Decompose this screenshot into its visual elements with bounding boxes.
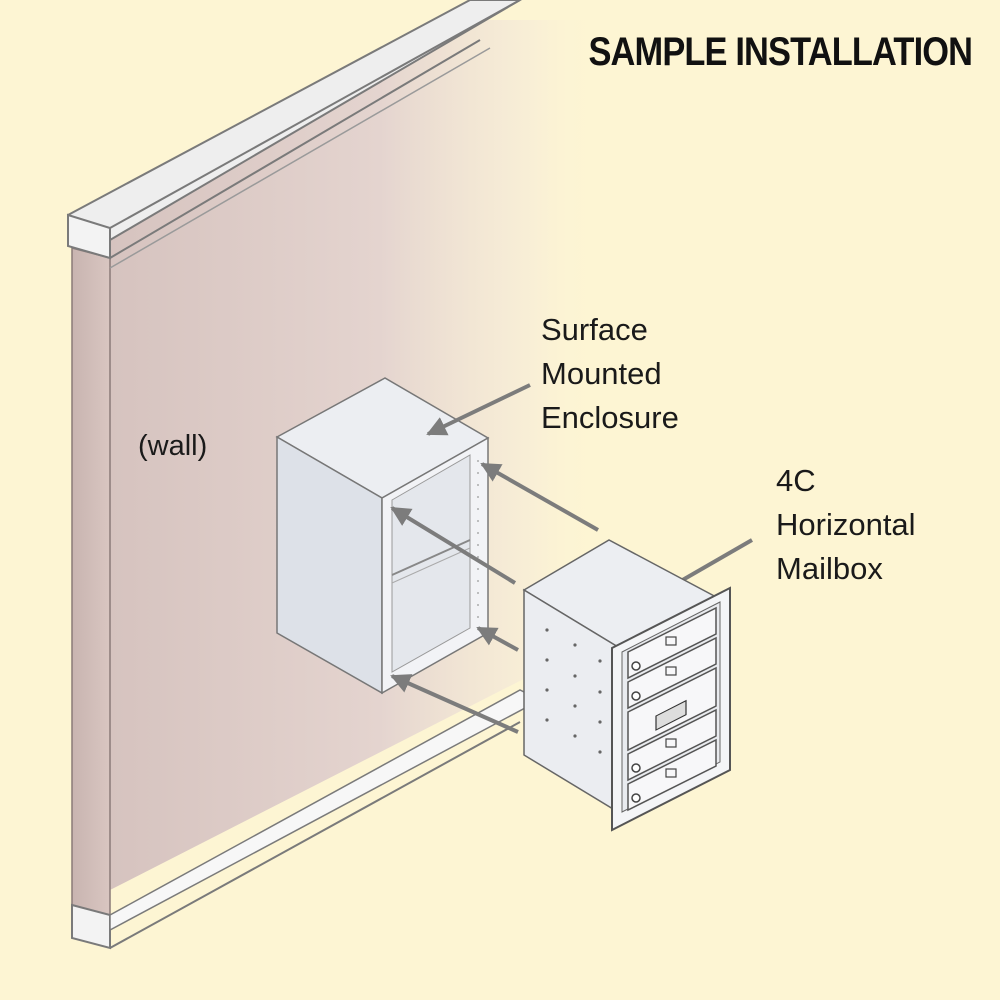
door-locks xyxy=(631,661,641,803)
mailbox-label-line: 4C xyxy=(776,463,816,498)
mailbox-side-rivets xyxy=(545,628,602,754)
wall-edge xyxy=(71,247,111,936)
door-id-plates xyxy=(665,636,677,778)
enclosure xyxy=(275,377,490,695)
cap-line xyxy=(109,47,491,269)
wall-label: (wall) xyxy=(138,430,208,462)
arrow xyxy=(480,462,599,532)
enclosure-label-line: Surface xyxy=(541,312,648,347)
mailbox-label: 4C Horizontal Mailbox xyxy=(776,459,916,591)
mailbox-label-line: Horizontal xyxy=(776,507,916,542)
master-door-plate xyxy=(655,699,687,731)
enclosure-shelf xyxy=(391,547,471,584)
page-title: SAMPLE INSTALLATION xyxy=(588,30,973,74)
mailbox xyxy=(522,539,731,832)
arrow xyxy=(390,674,519,734)
mailbox-door xyxy=(627,636,717,710)
mailbox-door xyxy=(627,606,717,680)
mailbox-label-line: Mailbox xyxy=(776,551,883,586)
enclosure-label-line: Enclosure xyxy=(541,400,679,435)
cap-line xyxy=(109,0,521,229)
mailbox-door xyxy=(627,738,717,812)
enclosure-label: Surface Mounted Enclosure xyxy=(541,308,679,440)
arrow xyxy=(476,626,519,652)
cap-line xyxy=(109,39,481,259)
arrow xyxy=(390,506,517,585)
enclosure-pointer-arrow xyxy=(426,383,531,436)
insertion-arrows xyxy=(390,462,599,734)
base-line xyxy=(109,721,521,949)
enclosure-label-line: Mounted xyxy=(541,356,662,391)
mailbox-door xyxy=(627,708,717,782)
